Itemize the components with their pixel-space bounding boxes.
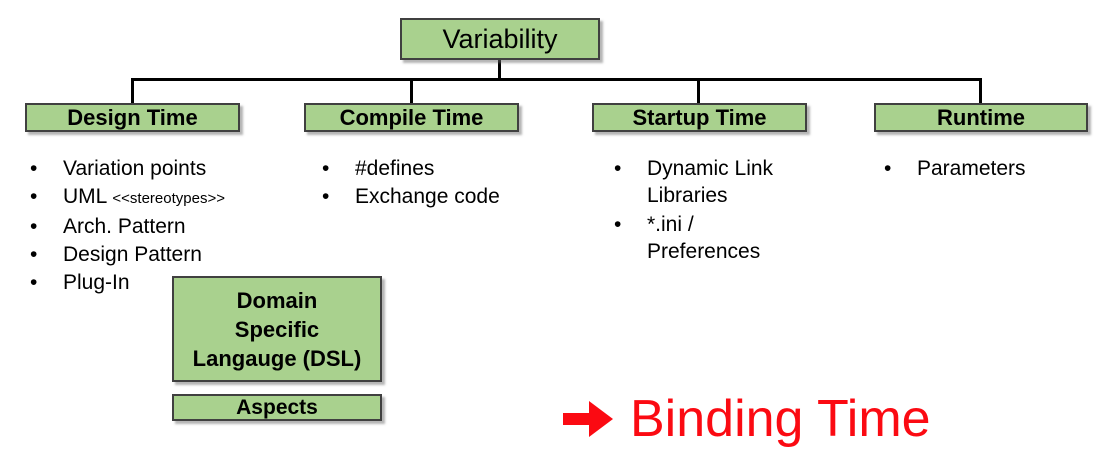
binding-time-annotation: Binding Time — [563, 391, 931, 447]
list-item-text: Plug-In — [63, 271, 130, 294]
list-item-text: UML — [63, 185, 107, 208]
connector-root-vertical — [498, 58, 501, 80]
node-startup-time: Startup Time — [592, 103, 807, 132]
list-item-text: Exchange code — [355, 185, 500, 208]
list-item-text: Dynamic Link Libraries — [647, 157, 774, 207]
list-item: *.ini / Preferences — [607, 211, 802, 265]
compile-time-list: #defines Exchange code — [315, 155, 545, 211]
list-item: Design Pattern — [23, 241, 273, 269]
node-design-time-label: Design Time — [67, 104, 198, 130]
list-item-text: Design Pattern — [63, 243, 202, 266]
list-item: Plug-In — [23, 269, 273, 297]
list-item: UML <<stereotypes>> — [23, 183, 273, 213]
connector-horizontal — [131, 78, 982, 81]
node-aspects-label: Aspects — [236, 395, 318, 419]
list-item-text: Arch. Pattern — [63, 215, 186, 238]
list-item-text: Parameters — [917, 157, 1026, 180]
node-dsl-label: Domain Specific Langauge (DSL) — [192, 287, 362, 371]
list-item-text: Variation points — [63, 157, 207, 180]
connector-compile-drop — [410, 78, 413, 104]
node-dsl: Domain Specific Langauge (DSL) — [172, 276, 382, 382]
list-item-text: *.ini / Preferences — [647, 213, 761, 263]
node-aspects: Aspects — [172, 394, 382, 421]
startup-time-list: Dynamic Link Libraries *.ini / Preferenc… — [607, 155, 802, 267]
connector-design-drop — [131, 78, 134, 104]
list-item: Arch. Pattern — [23, 213, 273, 241]
list-item: Dynamic Link Libraries — [607, 155, 802, 209]
list-item: Exchange code — [315, 183, 545, 211]
binding-time-label: Binding Time — [630, 390, 931, 448]
node-runtime: Runtime — [874, 103, 1088, 132]
node-runtime-label: Runtime — [937, 104, 1025, 130]
design-time-list: Variation points UML <<stereotypes>> Arc… — [23, 155, 273, 297]
runtime-list: Parameters — [877, 155, 1097, 183]
connector-runtime-drop — [979, 78, 982, 104]
node-compile-time-label: Compile Time — [339, 104, 484, 130]
list-item: #defines — [315, 155, 545, 183]
node-compile-time: Compile Time — [304, 103, 519, 132]
list-item-text: #defines — [355, 157, 435, 180]
node-startup-time-label: Startup Time — [632, 104, 767, 130]
list-item: Parameters — [877, 155, 1097, 183]
connector-startup-drop — [697, 78, 700, 104]
node-variability-label: Variability — [442, 23, 558, 54]
node-design-time: Design Time — [25, 103, 240, 132]
right-arrow-icon — [563, 401, 613, 437]
list-item: Variation points — [23, 155, 273, 183]
node-variability: Variability — [400, 18, 600, 60]
stereotypes-annotation: <<stereotypes>> — [112, 190, 225, 207]
